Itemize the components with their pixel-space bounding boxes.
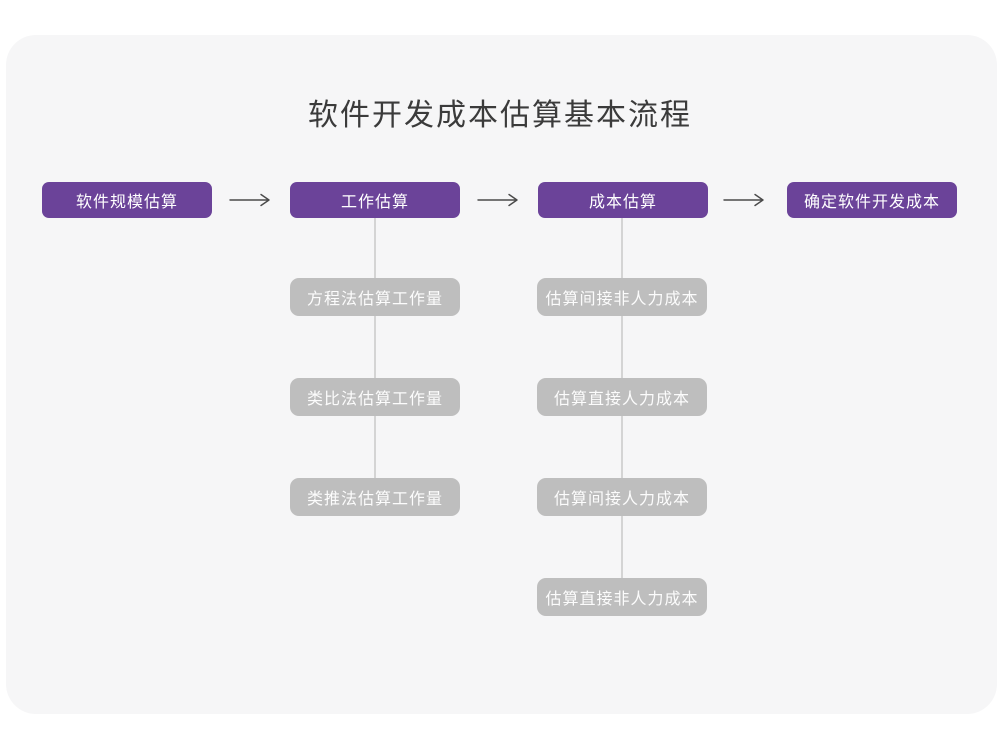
diagram-title: 软件开发成本估算基本流程 — [308, 99, 692, 132]
sub-node-direct-labor-cost: 估算直接人力成本 — [537, 378, 707, 416]
sub-node-equation-method: 方程法估算工作量 — [290, 278, 460, 316]
diagram-canvas — [6, 35, 997, 714]
connector-line-work-estimation — [374, 218, 376, 497]
sub-node-indirect-nonlabor-cost: 估算间接非人力成本 — [537, 278, 707, 316]
right-arrow-icon — [228, 192, 272, 208]
sub-node-indirect-labor-cost: 估算间接人力成本 — [537, 478, 707, 516]
sub-node-direct-nonlabor-cost: 估算直接非人力成本 — [537, 578, 707, 616]
sub-node-analogy-method: 类比法估算工作量 — [290, 378, 460, 416]
right-arrow-icon — [476, 192, 520, 208]
flow-node-work-estimation: 工作估算 — [290, 182, 460, 218]
flow-node-cost-estimation: 成本估算 — [538, 182, 708, 218]
flow-node-software-scale-estimation: 软件规模估算 — [42, 182, 212, 218]
right-arrow-icon — [722, 192, 766, 208]
flow-node-determine-development-cost: 确定软件开发成本 — [787, 182, 957, 218]
sub-node-extrapolation-method: 类推法估算工作量 — [290, 478, 460, 516]
